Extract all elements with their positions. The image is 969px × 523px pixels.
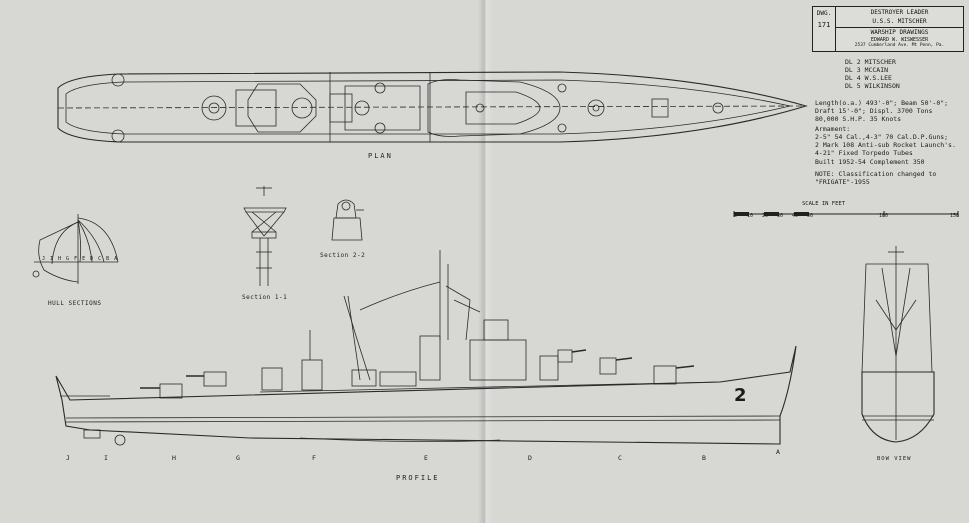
scale-bar-graphic bbox=[733, 211, 959, 217]
dwg-label: DWG. bbox=[816, 10, 832, 17]
ship-name: U.S.S. MITSCHER bbox=[872, 18, 927, 25]
station-C: C bbox=[618, 454, 622, 462]
plan-view bbox=[57, 71, 808, 143]
hull-sections bbox=[32, 214, 119, 284]
scale-label: SCALE IN FEET bbox=[802, 201, 846, 207]
scale-tick-0: 0 bbox=[734, 213, 738, 219]
station-E: E bbox=[424, 454, 428, 462]
section-1-1-label: Section 1-1 bbox=[242, 294, 288, 301]
scale-tick-150: 150 bbox=[950, 213, 960, 219]
armament-torpedoes: 4-21" Fixed Torpedo Tubes bbox=[815, 149, 913, 157]
author-name: EDWARD W. WISWESSER bbox=[870, 37, 929, 43]
armament-guns: 2-5" 54 Cal.,4-3" 70 Cal.D.P.Guns; bbox=[815, 133, 949, 141]
armament-title: Armament: bbox=[815, 125, 851, 133]
station-H: H bbox=[172, 454, 176, 462]
armament-rockets: 2 Mark 108 Anti-sub Rocket Launch's. bbox=[815, 141, 956, 149]
station-I: I bbox=[104, 454, 108, 462]
hull-number: 2 bbox=[734, 385, 747, 406]
spec-built: Built 1952-54 Complement 350 bbox=[815, 158, 925, 166]
station-B: B bbox=[702, 454, 706, 462]
class-ship-3: DL 4 W.S.LEE bbox=[845, 74, 892, 82]
section-1-1 bbox=[243, 186, 287, 286]
profile-view bbox=[55, 250, 797, 446]
title-divider bbox=[836, 27, 963, 28]
title-cell: DESTROYER LEADER U.S.S. MITSCHER WARSHIP… bbox=[836, 7, 963, 51]
scale-tick-50: 50 bbox=[807, 213, 814, 219]
dwg-number: 171 bbox=[817, 21, 831, 29]
scale-tick-10: 10 bbox=[747, 213, 754, 219]
station-A: A bbox=[776, 448, 780, 456]
section-2-2-label: Section 2-2 bbox=[320, 252, 366, 259]
bow-view-label: BOW VIEW bbox=[877, 456, 912, 462]
spec-draft: Draft 15'-0"; Displ. 3700 Tons bbox=[815, 107, 933, 115]
scale-tick-30: 30 bbox=[777, 213, 784, 219]
ship-type: DESTROYER LEADER bbox=[870, 9, 929, 16]
title-block: DWG. 171 DESTROYER LEADER U.S.S. MITSCHE… bbox=[812, 6, 964, 52]
bow-view bbox=[861, 246, 935, 443]
scale-bar bbox=[732, 210, 960, 220]
hull-section-letters: J I H G F E D C B A bbox=[42, 256, 119, 262]
drawing-number-cell: DWG. 171 bbox=[813, 7, 836, 51]
author-address: 2537 Cumberland Ave. Mt Penn, Pa. bbox=[854, 43, 945, 48]
class-ship-2: DL 3 MCCAIN bbox=[845, 66, 889, 74]
scale-tick-40: 40 bbox=[792, 213, 799, 219]
class-ship-4: DL 5 WILKINSON bbox=[845, 82, 900, 90]
scale-tick-20: 20 bbox=[762, 213, 769, 219]
station-F: F bbox=[312, 454, 316, 462]
drawing-series: WARSHIP DRAWINGS bbox=[870, 29, 929, 36]
station-G: G bbox=[236, 454, 240, 462]
station-J: J bbox=[66, 454, 70, 462]
station-D: D bbox=[528, 454, 532, 462]
hull-sections-label: HULL SECTIONS bbox=[48, 300, 102, 307]
scale-tick-100: 100 bbox=[879, 213, 889, 219]
note-line-2: "FRIGATE"-1955 bbox=[815, 178, 870, 186]
profile-label: PROFILE bbox=[396, 474, 440, 482]
class-ship-1: DL 2 MITSCHER bbox=[845, 58, 896, 66]
note-line-1: NOTE: Classification changed to bbox=[815, 170, 937, 178]
section-2-2 bbox=[331, 199, 364, 241]
paper-fold bbox=[478, 0, 492, 523]
plan-label: PLAN bbox=[368, 152, 393, 160]
spec-power: 80,000 S.H.P. 35 Knots bbox=[815, 115, 902, 123]
spec-length: Length(o.a.) 493'-0"; Beam 50'-0"; bbox=[815, 99, 949, 107]
